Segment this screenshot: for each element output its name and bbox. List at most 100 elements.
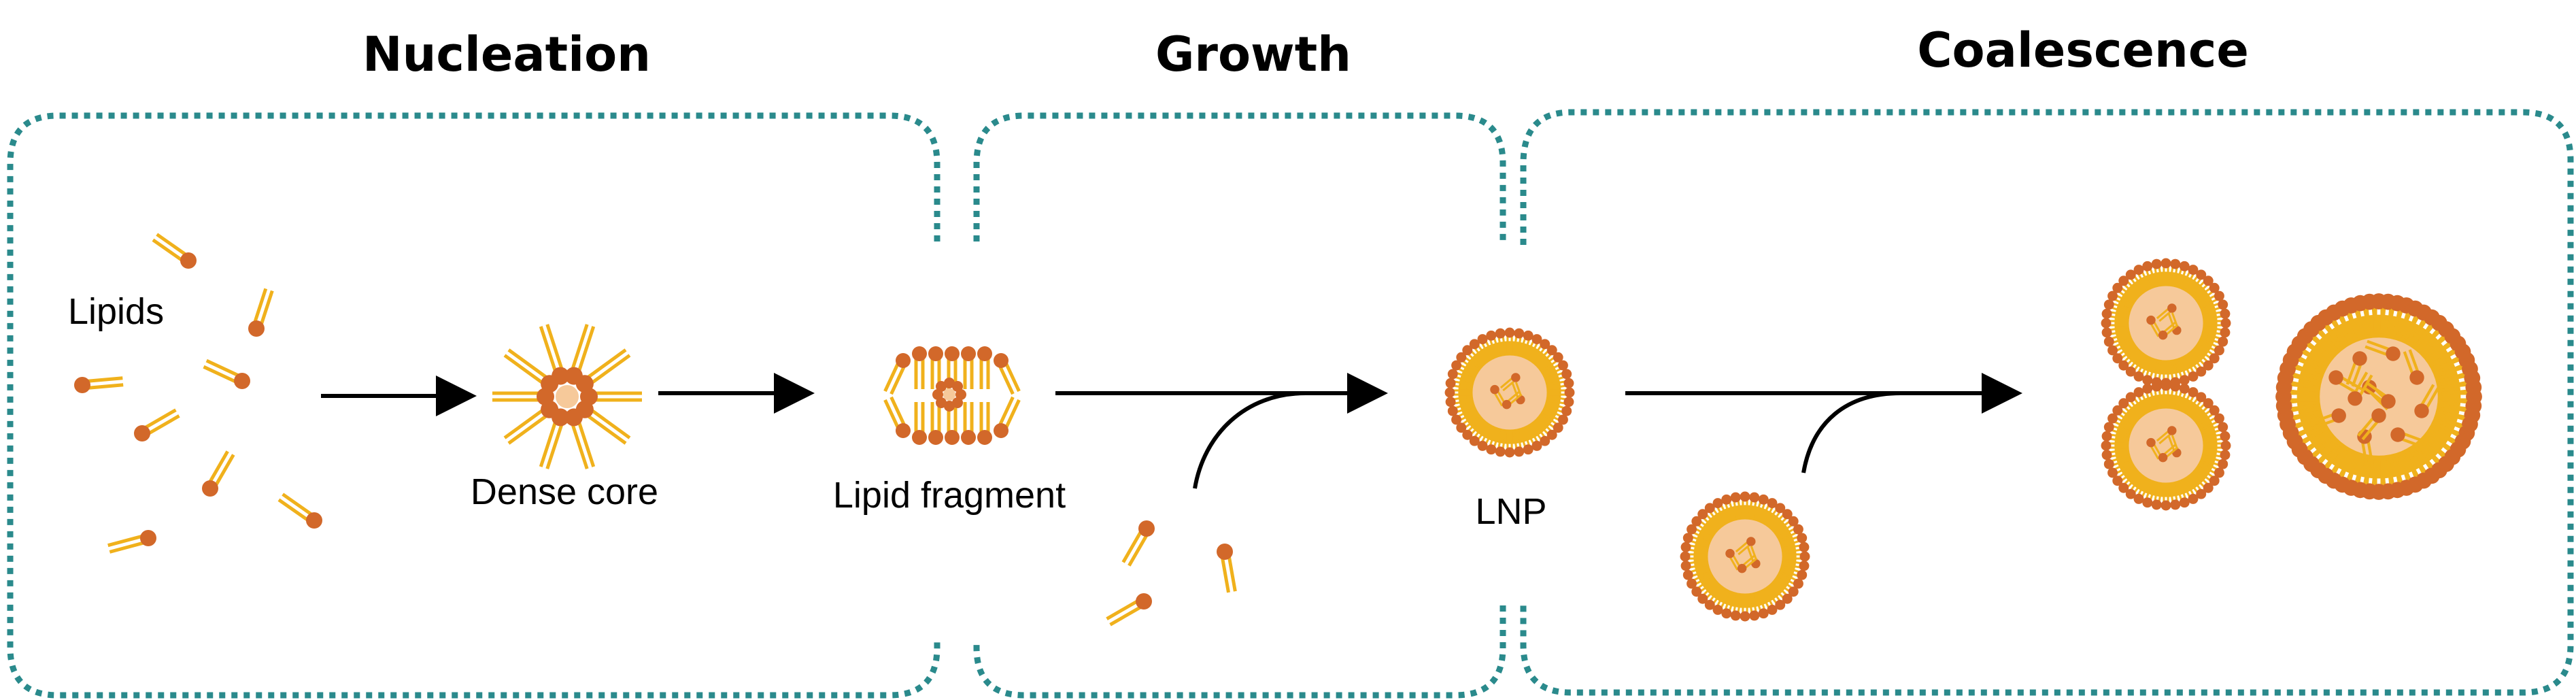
arrows	[321, 373, 2022, 489]
lipid-molecule-icon	[1697, 509, 1720, 531]
lipid-molecule-icon	[539, 324, 570, 385]
lipid-molecule-icon	[2357, 408, 2386, 441]
lipid-molecule-icon	[2365, 339, 2401, 361]
lipid-molecule-icon	[2196, 344, 2220, 364]
lipid-molecule-icon	[1721, 593, 1736, 619]
lipid-molecule-icon	[2107, 461, 2133, 478]
lipid-molecule-icon	[2169, 259, 2181, 285]
lipid-molecule-icon	[2181, 479, 2199, 504]
lipid-molecule-icon	[107, 530, 156, 554]
lipid-molecule-icon	[277, 493, 322, 529]
label-dense-core: Dense core	[471, 471, 658, 512]
lipid-molecule-icon	[1121, 520, 1155, 567]
lipid-molecule-icon	[2151, 259, 2163, 285]
lipid-molecule-icon	[1770, 509, 1793, 531]
lipid-molecule-icon	[152, 233, 197, 269]
lipid-molecule-icon	[2125, 392, 2146, 416]
lipid-molecule-icon	[1682, 565, 1709, 580]
lipid-molecule-icon	[575, 348, 631, 393]
lipid-molecule-icon	[2133, 356, 2151, 382]
lipid-molecule-icon	[2196, 282, 2220, 303]
lipid-molecule-icon	[1106, 593, 1152, 627]
lipid-molecule-icon	[2118, 398, 2141, 420]
lipid-molecule-icon	[1495, 328, 1507, 354]
lipid-molecule-icon	[1748, 595, 1760, 621]
lipid-molecule-icon	[1530, 422, 1550, 446]
lipid-molecule-icon	[2175, 261, 2190, 287]
lipid-molecule-icon	[492, 388, 554, 405]
lipid-molecule-icon	[2205, 318, 2231, 329]
lipid-molecule-icon	[2310, 408, 2346, 430]
lipid-molecule-icon	[2112, 466, 2136, 486]
lipid-molecule-icon	[2101, 440, 2126, 451]
lipid-molecule-icon	[539, 408, 570, 469]
lipid-molecule-icon	[2199, 290, 2224, 308]
lipid-molecule-icon	[2158, 444, 2179, 463]
lipid-molecule-icon	[2348, 371, 2373, 406]
lipid-molecule-icon	[1781, 565, 1808, 580]
lipid-molecule-icon	[1447, 369, 1474, 384]
lipid-molecule-icon	[1775, 516, 1799, 536]
lipid-molecule-icon	[1456, 413, 1480, 433]
lipid-molecule-icon	[1477, 334, 1495, 359]
lipid-molecule-icon	[2151, 381, 2163, 407]
lipid-molecule-icon	[2186, 392, 2207, 416]
lipid-molecule-icon	[2204, 448, 2231, 461]
lipid-molecule-icon	[1451, 360, 1476, 378]
lipid-molecule-icon	[1535, 418, 1557, 440]
merge-curve-coalescence	[1801, 391, 1901, 473]
lipid-molecule-icon	[1778, 524, 1803, 541]
lipid-molecule-icon	[2133, 265, 2151, 290]
lipid-molecule-icon	[1447, 401, 1474, 416]
lnp-particle-icon	[2101, 258, 2231, 388]
label-lipids: Lipids	[68, 291, 164, 332]
lipid-molecule-icon	[1535, 345, 1557, 367]
lipid-molecule-icon	[1730, 492, 1742, 518]
lipid-molecule-icon	[1549, 387, 1575, 398]
lipid-molecule-icon	[1519, 330, 1533, 356]
lipid-molecule-icon	[977, 346, 992, 389]
lipid-molecule-icon	[2125, 476, 2146, 499]
lipid-molecule-icon	[1682, 533, 1709, 548]
lipid-molecule-icon	[1704, 586, 1725, 610]
lipid-molecule-icon	[2103, 332, 2130, 347]
lipid-molecule-icon	[1781, 533, 1808, 548]
lipid-molecule-icon	[1486, 330, 1501, 356]
lipid-molecule-icon	[2118, 348, 2141, 371]
lipid-molecule-icon	[1760, 590, 1778, 615]
lipid-molecule-icon	[2156, 426, 2177, 445]
lipid-molecule-icon	[2199, 461, 2224, 478]
lipid-molecule-icon	[1687, 571, 1712, 589]
label-lnp: LNP	[1475, 491, 1546, 532]
lipid-molecule-icon	[2103, 454, 2130, 469]
lipid-molecule-icon	[74, 376, 124, 393]
lnp-particle-icon	[2101, 380, 2231, 511]
lipid-molecule-icon	[1680, 551, 1706, 562]
lipid-molecule-icon	[928, 402, 943, 445]
lipid-molecule-icon	[2112, 405, 2136, 425]
lipid-molecule-icon	[2107, 338, 2133, 356]
stage-boxes	[7, 109, 2574, 699]
lipid-molecule-icon	[2156, 303, 2177, 322]
lipid-molecule-icon	[2142, 359, 2157, 386]
lipid-molecule-icon	[2191, 471, 2214, 493]
lipid-molecule-icon	[1680, 559, 1707, 571]
lipid-molecule-icon	[1486, 429, 1501, 455]
lipid-molecule-icon	[2204, 326, 2231, 338]
lipid-molecule-icon	[134, 408, 180, 441]
lipid-molecule-icon	[1217, 544, 1237, 593]
lipid-molecule-icon	[1548, 378, 1574, 390]
lipid-molecule-icon	[2403, 349, 2424, 385]
lipid-molecule-icon	[575, 400, 631, 445]
lipid-molecule-icon	[1456, 352, 1480, 372]
lipid-molecule-icon	[2204, 431, 2231, 443]
lipid-molecule-icon	[1783, 559, 1810, 571]
lipid-molecule-icon	[2202, 454, 2228, 469]
lipid-molecule-icon	[1697, 582, 1720, 604]
lipid-molecule-icon	[2112, 282, 2136, 303]
lipid-molecule-icon	[1687, 524, 1712, 541]
lipid-fragment-icon	[883, 346, 1021, 445]
lipid-molecule-icon	[2196, 466, 2220, 486]
lipid-molecule-icon	[2186, 353, 2207, 377]
